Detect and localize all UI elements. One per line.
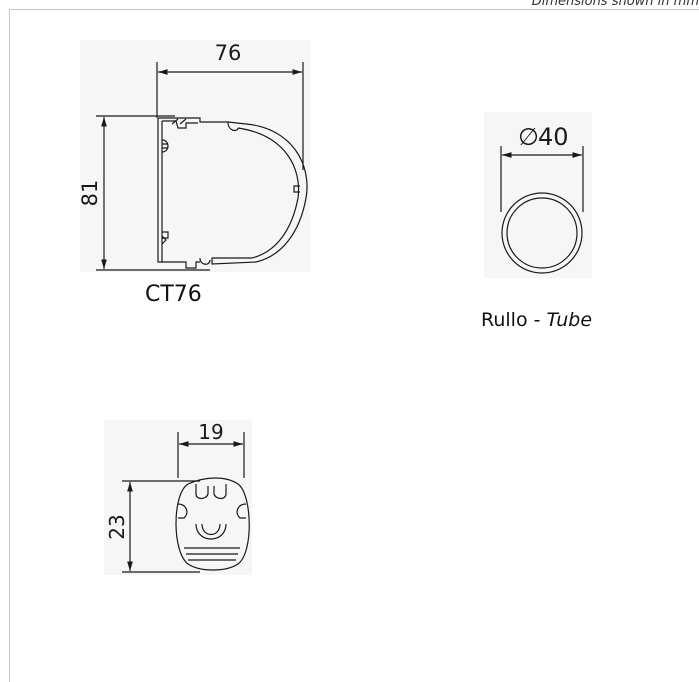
diameter-symbol-icon: ∅ — [518, 123, 539, 151]
small-width-label: 19 — [198, 420, 223, 444]
tube-diameter-label: 40 — [538, 123, 569, 151]
ct76-width-label: 76 — [215, 41, 242, 65]
page-frame-top — [9, 9, 699, 10]
ct76-profile-outline — [157, 117, 308, 269]
ct76-caption: CT76 — [145, 282, 202, 307]
tube-drawing — [500, 146, 584, 274]
tube-caption-main: Rullo - — [481, 309, 547, 331]
header-note: Dimensions shown in mm — [531, 0, 699, 9]
small-height-label: 23 — [105, 514, 129, 539]
small-profile-outline — [175, 477, 250, 571]
ct76-height-label: 81 — [78, 180, 102, 207]
ct76-drawing — [96, 62, 308, 271]
ct76-panel — [80, 40, 310, 272]
tube-outer-circle — [501, 192, 583, 274]
tube-caption: Rullo - Tube — [481, 309, 592, 331]
page-frame-left — [9, 9, 10, 682]
small-profile-drawing — [122, 432, 250, 573]
tube-inner-circle — [506, 197, 578, 269]
tube-caption-italic: Tube — [546, 309, 593, 331]
tube-panel — [484, 112, 592, 278]
